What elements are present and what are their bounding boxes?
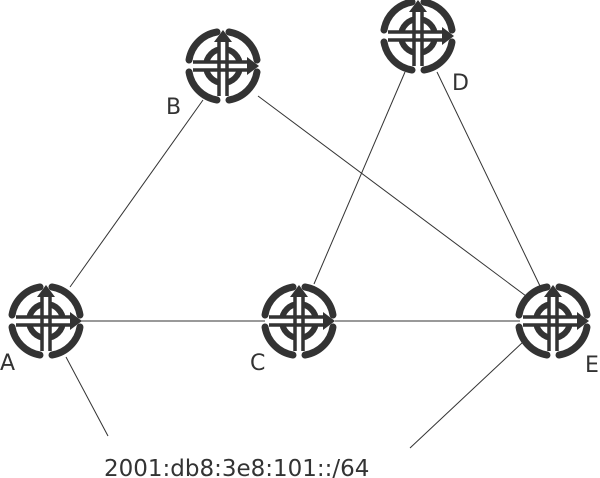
router-icon (189, 30, 259, 100)
links (65, 71, 541, 449)
router-icon (12, 285, 82, 355)
link-b-e (257, 95, 527, 297)
prefix-label: 2001:db8:3e8:101::/64 (104, 456, 369, 478)
router-b[interactable]: B (166, 30, 259, 120)
router-label-e: E (585, 353, 599, 378)
router-c[interactable]: C (250, 285, 335, 376)
link-a-b (69, 99, 204, 288)
link-e-prefix (409, 341, 524, 449)
router-e[interactable]: E (519, 285, 599, 378)
router-icon (265, 285, 335, 355)
link-c-d (313, 71, 406, 285)
router-label-a: A (0, 351, 15, 376)
router-label-b: B (166, 95, 181, 120)
link-a-prefix (65, 356, 109, 437)
router-label-c: C (250, 351, 265, 376)
router-a[interactable]: A (0, 285, 82, 376)
router-icon (384, 0, 454, 70)
router-icon (519, 285, 589, 355)
link-d-e (436, 71, 541, 287)
router-d[interactable]: D (384, 0, 469, 96)
router-label-d: D (452, 71, 469, 96)
